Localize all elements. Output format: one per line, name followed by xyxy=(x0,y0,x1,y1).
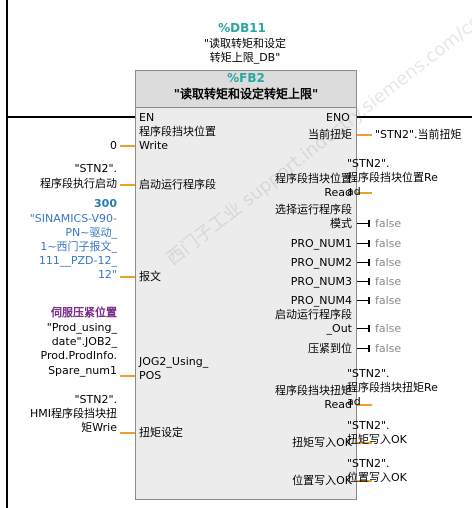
wire-in2 xyxy=(120,184,135,186)
wire-out2 xyxy=(357,192,372,194)
operand-out10-line2[interactable]: 程序段挡块扭矩Re xyxy=(347,381,438,394)
left-power-rail xyxy=(6,0,8,508)
operand-out10-line1[interactable]: "STN2". xyxy=(347,367,390,380)
operand-in3-line2[interactable]: PN~驱动_ xyxy=(65,226,117,239)
wire-out3-tick xyxy=(368,220,370,227)
operand-out12-line1[interactable]: "STN2". xyxy=(347,457,390,470)
operand-in4-line1[interactable]: "Prod_using_ xyxy=(46,321,117,334)
operand-out12-line2[interactable]: 位置写入OK xyxy=(347,471,407,484)
fb-address: %FB2 xyxy=(227,71,265,85)
operand-in4-title: 伺服压紧位置 xyxy=(51,306,117,319)
en-power-wire xyxy=(8,116,135,118)
operand-out1[interactable]: "STN2".当前扭矩 xyxy=(375,128,462,141)
operand-out3-false[interactable]: false xyxy=(375,217,402,230)
wire-out1 xyxy=(357,134,372,136)
db-name-line1[interactable]: "读取转矩和设定 xyxy=(203,37,287,50)
wire-out4 xyxy=(357,243,369,244)
operand-in3-line1[interactable]: "SINAMICS-V90- xyxy=(29,212,117,225)
wire-out9-tick xyxy=(368,345,370,352)
wire-out12 xyxy=(357,480,372,482)
wire-out6-tick xyxy=(368,278,370,285)
pin-out5: PRO_NUM2 xyxy=(290,256,352,269)
operand-out6-false[interactable]: false xyxy=(375,275,402,288)
operand-in2-line1[interactable]: "STN2". xyxy=(74,162,117,175)
pin-out1: 当前扭矩 xyxy=(308,128,352,141)
wire-out5-tick xyxy=(368,259,370,266)
wire-out7 xyxy=(357,300,369,301)
operand-in5-line2[interactable]: HMI程序段挡块扭 xyxy=(29,407,117,420)
operand-in3-line5[interactable]: 12" xyxy=(97,268,117,281)
pin-in2: 启动运行程序段 xyxy=(139,178,216,191)
pin-out7: PRO_NUM4 xyxy=(290,294,352,307)
pin-in4-line1: JOG2_Using_ xyxy=(139,355,209,368)
pin-out10-line2: Read xyxy=(324,398,352,411)
wire-in1 xyxy=(120,145,135,147)
wire-out8 xyxy=(357,328,369,329)
db-address: %DB11 xyxy=(218,21,266,35)
pin-in4-line2: POS xyxy=(139,369,162,382)
pin-in5: 扭矩设定 xyxy=(139,426,183,439)
fb-name[interactable]: "读取转矩和设定转矩上限" xyxy=(173,87,319,101)
operand-out11-line2[interactable]: 扭矩写入OK xyxy=(347,433,407,446)
pin-out3-line2: 模式 xyxy=(330,217,352,230)
wire-out10 xyxy=(357,404,372,406)
pin-en: EN xyxy=(139,111,155,124)
fb-header xyxy=(135,70,357,108)
wire-out4-tick xyxy=(368,240,370,247)
wire-out8-tick xyxy=(368,325,370,332)
wire-out6 xyxy=(357,281,369,282)
operand-out4-false[interactable]: false xyxy=(375,237,402,250)
operand-out8-false[interactable]: false xyxy=(375,322,402,335)
operand-in4-line4[interactable]: Spare_num1 xyxy=(48,364,117,377)
wire-in3 xyxy=(120,276,135,278)
pin-eno: ENO xyxy=(326,111,350,124)
pin-in3: 报文 xyxy=(139,270,161,283)
operand-in4-line2[interactable]: date".JOB2_ xyxy=(51,335,117,348)
operand-out7-false[interactable]: false xyxy=(375,294,402,307)
wire-in5 xyxy=(120,432,135,434)
operand-in4-line3[interactable]: Prod.ProdInfo. xyxy=(40,349,117,362)
wire-out11 xyxy=(357,442,372,444)
operand-in3-line4[interactable]: 111__PZD-12_ xyxy=(38,254,117,267)
pin-out12: 位置写入OK xyxy=(292,474,352,487)
operand-in2-line2[interactable]: 程序段执行启动 xyxy=(40,177,117,190)
operand-out5-false[interactable]: false xyxy=(375,256,402,269)
operand-out9-false[interactable]: false xyxy=(375,342,402,355)
wire-out9 xyxy=(357,348,369,349)
pin-out8-line1: 启动运行程序段 xyxy=(275,308,352,321)
operand-in3-line3[interactable]: 1~西门子报文_ xyxy=(40,240,117,253)
pin-out9: 压紧到位 xyxy=(308,342,352,355)
fb-block[interactable] xyxy=(135,70,357,500)
eno-power-wire xyxy=(357,116,472,118)
pin-in1-line2: Write xyxy=(139,139,169,152)
operand-in5-line1[interactable]: "STN2". xyxy=(74,393,117,406)
wire-out5 xyxy=(357,262,369,263)
pin-out2-line1: 程序段挡块位置 xyxy=(275,172,352,185)
pin-out2-line2: Read xyxy=(324,186,352,199)
operand-in3-title: 300 xyxy=(94,197,117,210)
pin-out11: 扭矩写入OK xyxy=(292,436,352,449)
pin-out3-line1: 选择运行程序段 xyxy=(275,203,352,216)
db-name-line2[interactable]: 转矩上限_DB" xyxy=(209,51,281,64)
operand-out2-line1[interactable]: "STN2". xyxy=(347,157,390,170)
pin-out8-line2: _Out xyxy=(326,322,352,335)
pin-out4: PRO_NUM1 xyxy=(290,237,352,250)
pin-out10-line1: 程序段挡块扭矩 xyxy=(275,384,352,397)
wire-in4 xyxy=(120,375,135,377)
wire-out3 xyxy=(357,223,369,224)
operand-out2-line2[interactable]: 程序段挡块位置Re xyxy=(347,171,438,184)
operand-in5-line3[interactable]: 矩Wrie xyxy=(81,421,117,434)
operand-in1[interactable]: 0 xyxy=(110,139,117,152)
wire-out7-tick xyxy=(368,297,370,304)
pin-in1-line1: 程序段挡块位置 xyxy=(139,125,216,138)
operand-out10-line3[interactable]: ad xyxy=(347,395,361,408)
operand-out11-line1[interactable]: "STN2". xyxy=(347,419,390,432)
operand-out2-line3[interactable]: ad xyxy=(347,185,361,198)
pin-out6: PRO_NUM3 xyxy=(290,275,352,288)
